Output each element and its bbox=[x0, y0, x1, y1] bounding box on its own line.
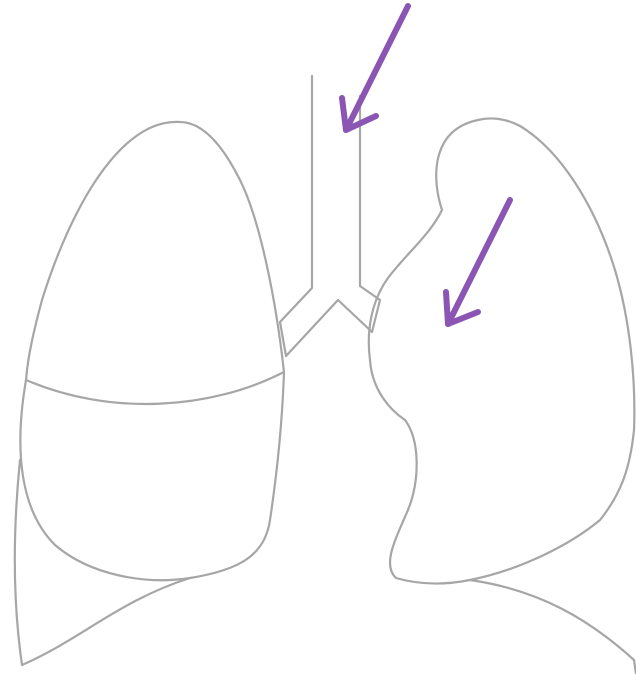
diaphragm-left-dome bbox=[470, 580, 636, 674]
annotation-arrows bbox=[342, 6, 510, 324]
lungs-outline-group bbox=[15, 76, 636, 674]
left-lung-arrow bbox=[446, 200, 510, 324]
diaphragm-right-dome bbox=[15, 460, 190, 665]
trachea-arrow bbox=[342, 6, 408, 130]
right-lung-upper-lobe bbox=[26, 122, 284, 404]
left-lung-outline bbox=[369, 118, 635, 583]
